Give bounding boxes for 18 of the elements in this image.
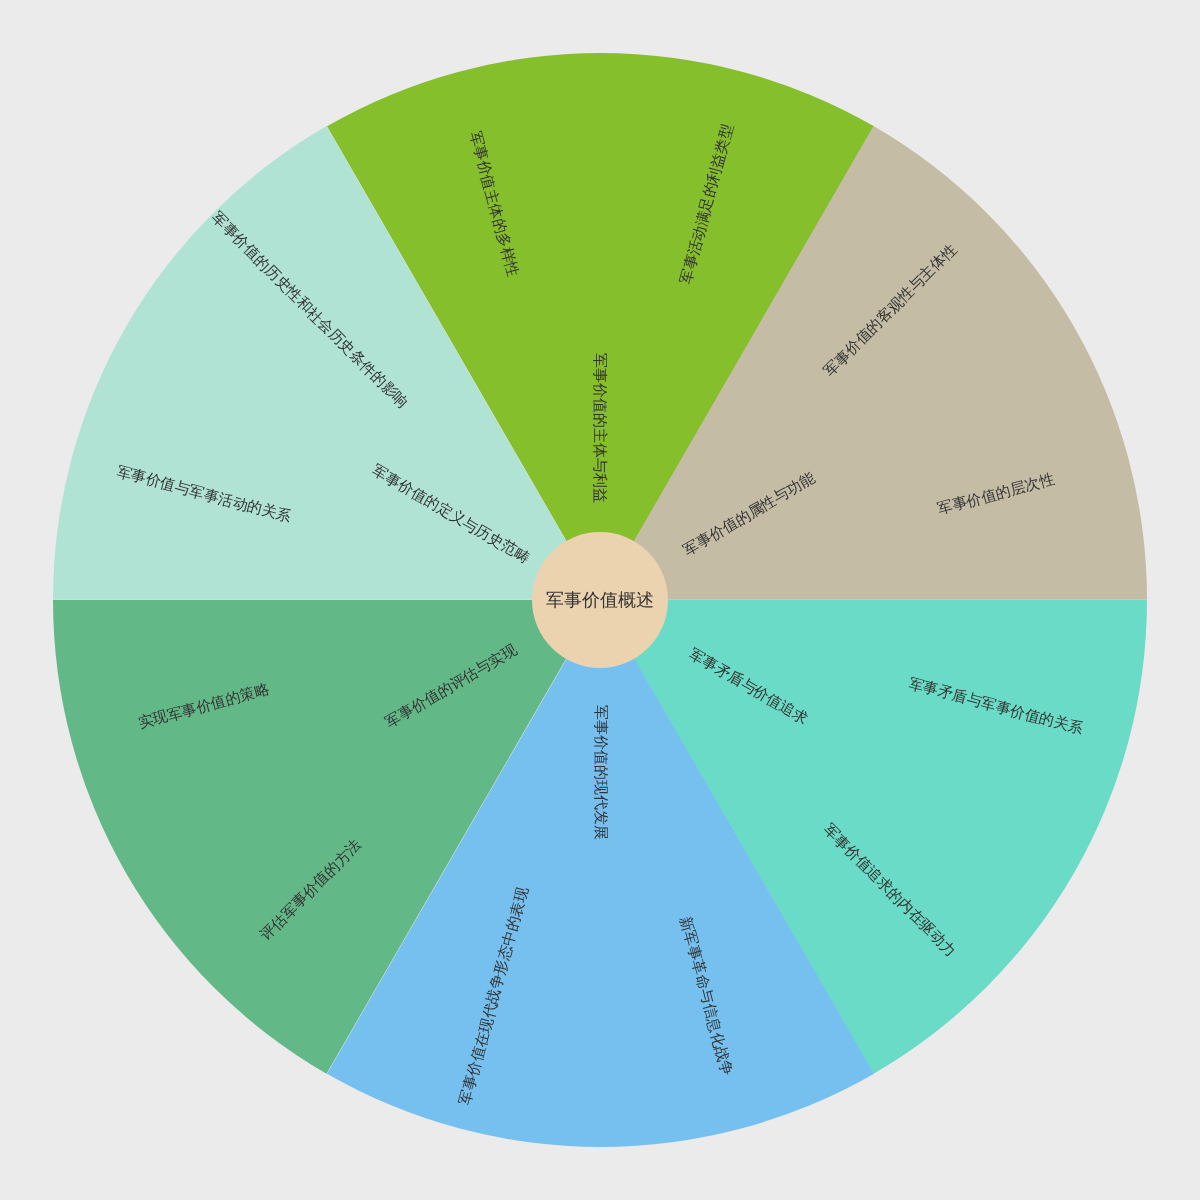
sector-item: 军事价值主体的多样性 <box>465 129 522 279</box>
sector-item: 军事价值的历史性和社会历史条件的影响 <box>208 208 412 412</box>
sector-item: 军事矛盾与军事价值的关系 <box>906 674 1086 739</box>
sector-item: 军事价值与军事活动的关系 <box>114 461 294 526</box>
sector-title: 军事价值的评估与实现 <box>381 640 521 732</box>
sector-item: 评估军事价值的方法 <box>256 835 365 944</box>
sector-title: 军事价值的现代发展 <box>591 704 609 840</box>
sector-item: 新军事革命与信息化战争 <box>676 914 737 1079</box>
sector-title: 军事价值的属性与功能 <box>679 468 819 560</box>
sector-title: 军事矛盾与价值追求 <box>686 644 812 728</box>
sector-item: 实现军事价值的策略 <box>136 679 272 733</box>
sector-item: 军事活动满足的利益类型 <box>676 121 737 286</box>
sector-item: 军事价值在现代战争形态中的表现 <box>456 885 532 1107</box>
sector-item: 军事价值的层次性 <box>935 469 1057 519</box>
sector-title: 军事价值的主体与利益 <box>591 353 609 503</box>
sector-item: 军事价值的客观性与主体性 <box>819 240 960 381</box>
sector-title: 军事价值的定义与历史范畴 <box>368 461 534 567</box>
sector-item: 军事价值追求的内在驱动力 <box>819 819 960 960</box>
